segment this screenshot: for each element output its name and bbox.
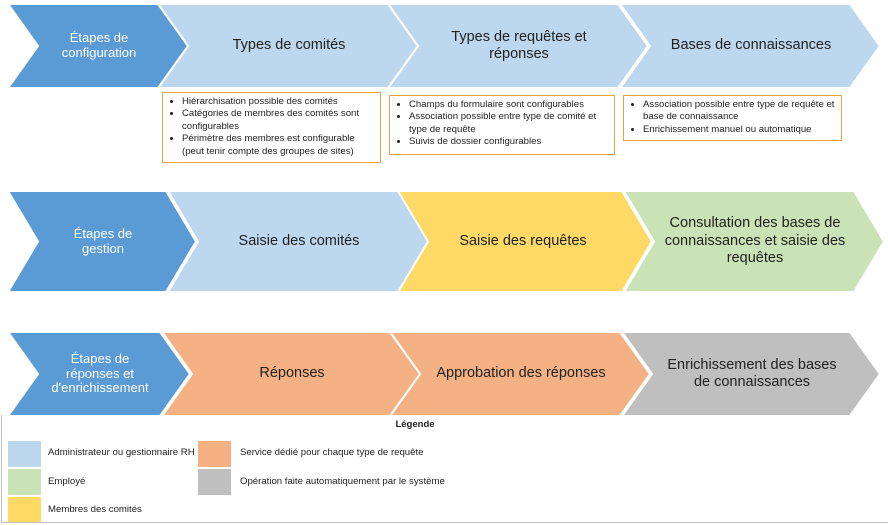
stage-chevron-0	[6, 3, 190, 89]
legend-label-employee: Employé	[48, 476, 86, 487]
legend-swatch-system	[198, 469, 231, 495]
legend-swatch-admin	[8, 441, 41, 467]
step-chevron-2-0	[160, 331, 422, 417]
note-item: Catégories de membres des comités sont c…	[182, 108, 374, 133]
step-label-0-2: Bases de connaissances	[670, 37, 832, 54]
note-item: Association possible entre type de requê…	[643, 99, 835, 124]
step-label-1-1: Saisie des requêtes	[459, 232, 587, 249]
legend-frame-bottom	[1, 522, 888, 523]
stage-chevron-2	[6, 331, 192, 417]
step-chevron-0-2	[618, 3, 882, 89]
stage-label-2: Étapes de réponses et d'enrichissement	[51, 350, 149, 396]
stage-label-1: Étapes de gestion	[73, 225, 133, 256]
step-chevron-1-0	[166, 190, 430, 293]
stage-chevron-1	[6, 190, 198, 293]
step-chevron-1-2	[622, 190, 886, 293]
step-label-0-1: Types de requêtes et réponses	[451, 28, 587, 62]
note-request-types: Champs du formulaire sont configurablesA…	[389, 95, 615, 155]
note-item: Hiérarchisation possible des comités	[182, 96, 374, 108]
legend-frame-left	[1, 415, 2, 523]
step-label-0-0: Types de comités	[232, 37, 346, 54]
step-label-1-0: Saisie des comités	[238, 232, 360, 249]
note-item: Suivis de dossier configurables	[409, 136, 608, 148]
note-item: Champs du formulaire sont configurables	[409, 99, 608, 111]
legend-swatch-service	[198, 441, 231, 467]
step-label-2-2: Enrichissement des bases de connaissance…	[667, 356, 837, 390]
legend-label-admin: Administrateur ou gestionnaire RH	[48, 447, 195, 458]
legend-label-service: Service dédié pour chaque type de requêt…	[240, 447, 424, 458]
note-item: Périmètre des membres est configurable (…	[182, 133, 374, 158]
step-label-1-2: Consultation des bases de connaissances …	[664, 215, 846, 267]
legend-swatch-committee	[8, 497, 41, 523]
step-label-2-0: Réponses	[259, 365, 325, 382]
note-knowledge-bases: Association possible entre type de requê…	[623, 95, 842, 141]
legend-label-committee: Membres des comités	[48, 504, 142, 515]
note-item: Enrichissement manuel ou automatique	[643, 124, 835, 136]
step-chevron-2-2	[620, 331, 882, 417]
legend-title: Légende	[395, 419, 435, 430]
legend-swatch-employee	[8, 469, 41, 495]
legend-label-system: Opération faite automatiquement par le s…	[240, 476, 445, 487]
step-label-2-1: Approbation des réponses	[436, 365, 606, 382]
stage-label-0: Étapes de configuration	[61, 30, 137, 60]
note-committee-types: Hiérarchisation possible des comitésCaté…	[162, 92, 381, 163]
note-item: Association possible entre type de comit…	[409, 111, 608, 136]
